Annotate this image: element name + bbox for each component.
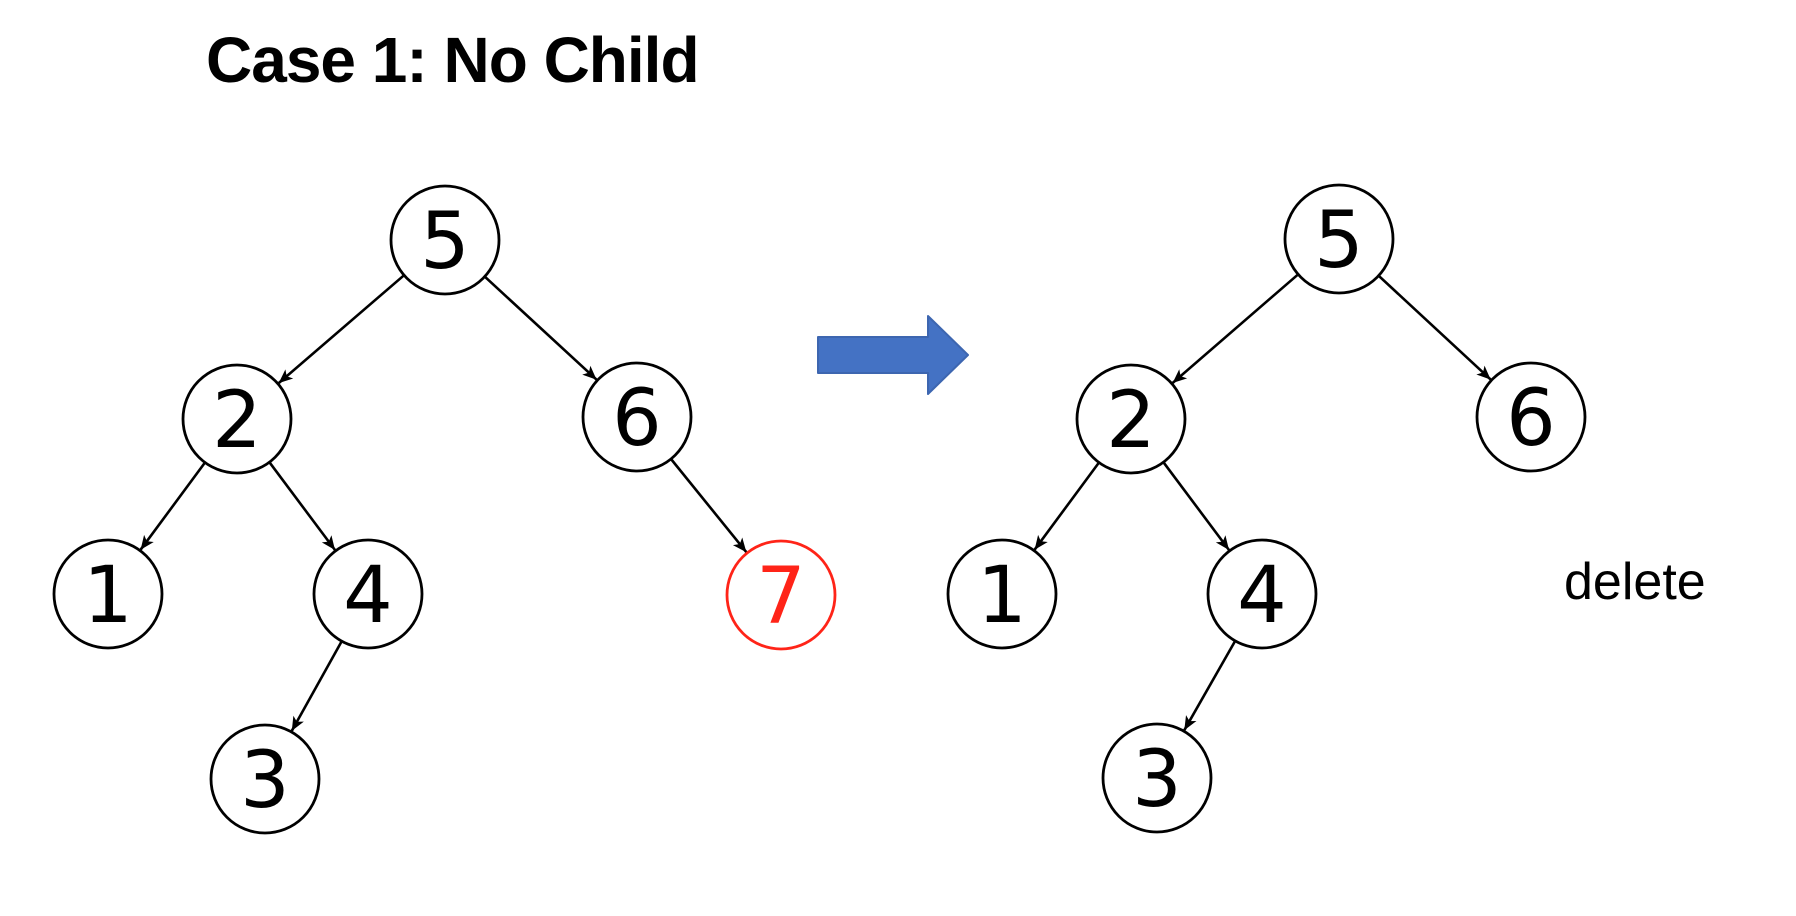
- node-circle: [581, 361, 693, 473]
- delete-label: delete: [1564, 553, 1706, 611]
- tree-node-before-7-highlighted: 7: [725, 539, 837, 651]
- tree-node-before-1: 1: [52, 538, 164, 650]
- tree-edge-before-2-4: [268, 461, 337, 551]
- node-circle: [946, 538, 1058, 650]
- tree-node-before-2: 2: [181, 363, 293, 475]
- node-value-text: 7: [756, 552, 806, 642]
- tree-edge-before-5-6: [483, 275, 598, 381]
- node-value-text: 4: [1237, 551, 1287, 641]
- node-circle: [1075, 363, 1187, 475]
- tree-node-after-1: 1: [946, 538, 1058, 650]
- node-value-text: 5: [420, 197, 470, 287]
- node-circle: [181, 363, 293, 475]
- node-circle: [1206, 538, 1318, 650]
- node-value-text: 6: [612, 374, 662, 464]
- tree-node-after-5: 5: [1283, 183, 1395, 295]
- node-value-text: 2: [212, 376, 262, 466]
- node-value-text: 2: [1106, 376, 1156, 466]
- node-circle: [1475, 361, 1587, 473]
- tree-edge-after-2-1: [1033, 461, 1101, 551]
- tree-node-before-6: 6: [581, 361, 693, 473]
- tree-edge-before-2-1: [139, 461, 207, 551]
- node-value-text: 1: [83, 551, 133, 641]
- node-value-text: 4: [343, 551, 393, 641]
- tree-node-after-3: 3: [1101, 722, 1213, 834]
- node-circle: [725, 539, 837, 651]
- tree-edge-before-5-2: [277, 274, 405, 385]
- transition-arrow-icon: [817, 315, 969, 395]
- tree-node-after-2: 2: [1075, 363, 1187, 475]
- node-circle: [312, 538, 424, 650]
- tree-node-before-4: 4: [312, 538, 424, 650]
- node-circle: [209, 723, 321, 835]
- tree-node-after-4: 4: [1206, 538, 1318, 650]
- node-value-text: 6: [1506, 374, 1556, 464]
- page-title: Case 1: No Child: [206, 24, 700, 96]
- node-value-text: 3: [1132, 735, 1182, 825]
- tree-node-before-3: 3: [209, 723, 321, 835]
- tree-edge-before-4-3: [290, 640, 343, 732]
- tree-node-after-6: 6: [1475, 361, 1587, 473]
- tree-edge-before-6-7: [669, 458, 748, 554]
- node-circle: [1283, 183, 1395, 295]
- tree-edge-after-5-6: [1377, 274, 1492, 381]
- node-value-text: 5: [1314, 196, 1364, 286]
- node-circle: [389, 184, 501, 296]
- node-circle: [1101, 722, 1213, 834]
- tree-node-before-5: 5: [389, 184, 501, 296]
- tree-edge-after-4-3: [1183, 640, 1237, 731]
- tree-edge-after-5-2: [1171, 273, 1300, 384]
- node-value-text: 1: [977, 551, 1027, 641]
- tree-edge-after-2-4: [1162, 461, 1231, 551]
- node-circle: [52, 538, 164, 650]
- node-value-text: 3: [240, 736, 290, 826]
